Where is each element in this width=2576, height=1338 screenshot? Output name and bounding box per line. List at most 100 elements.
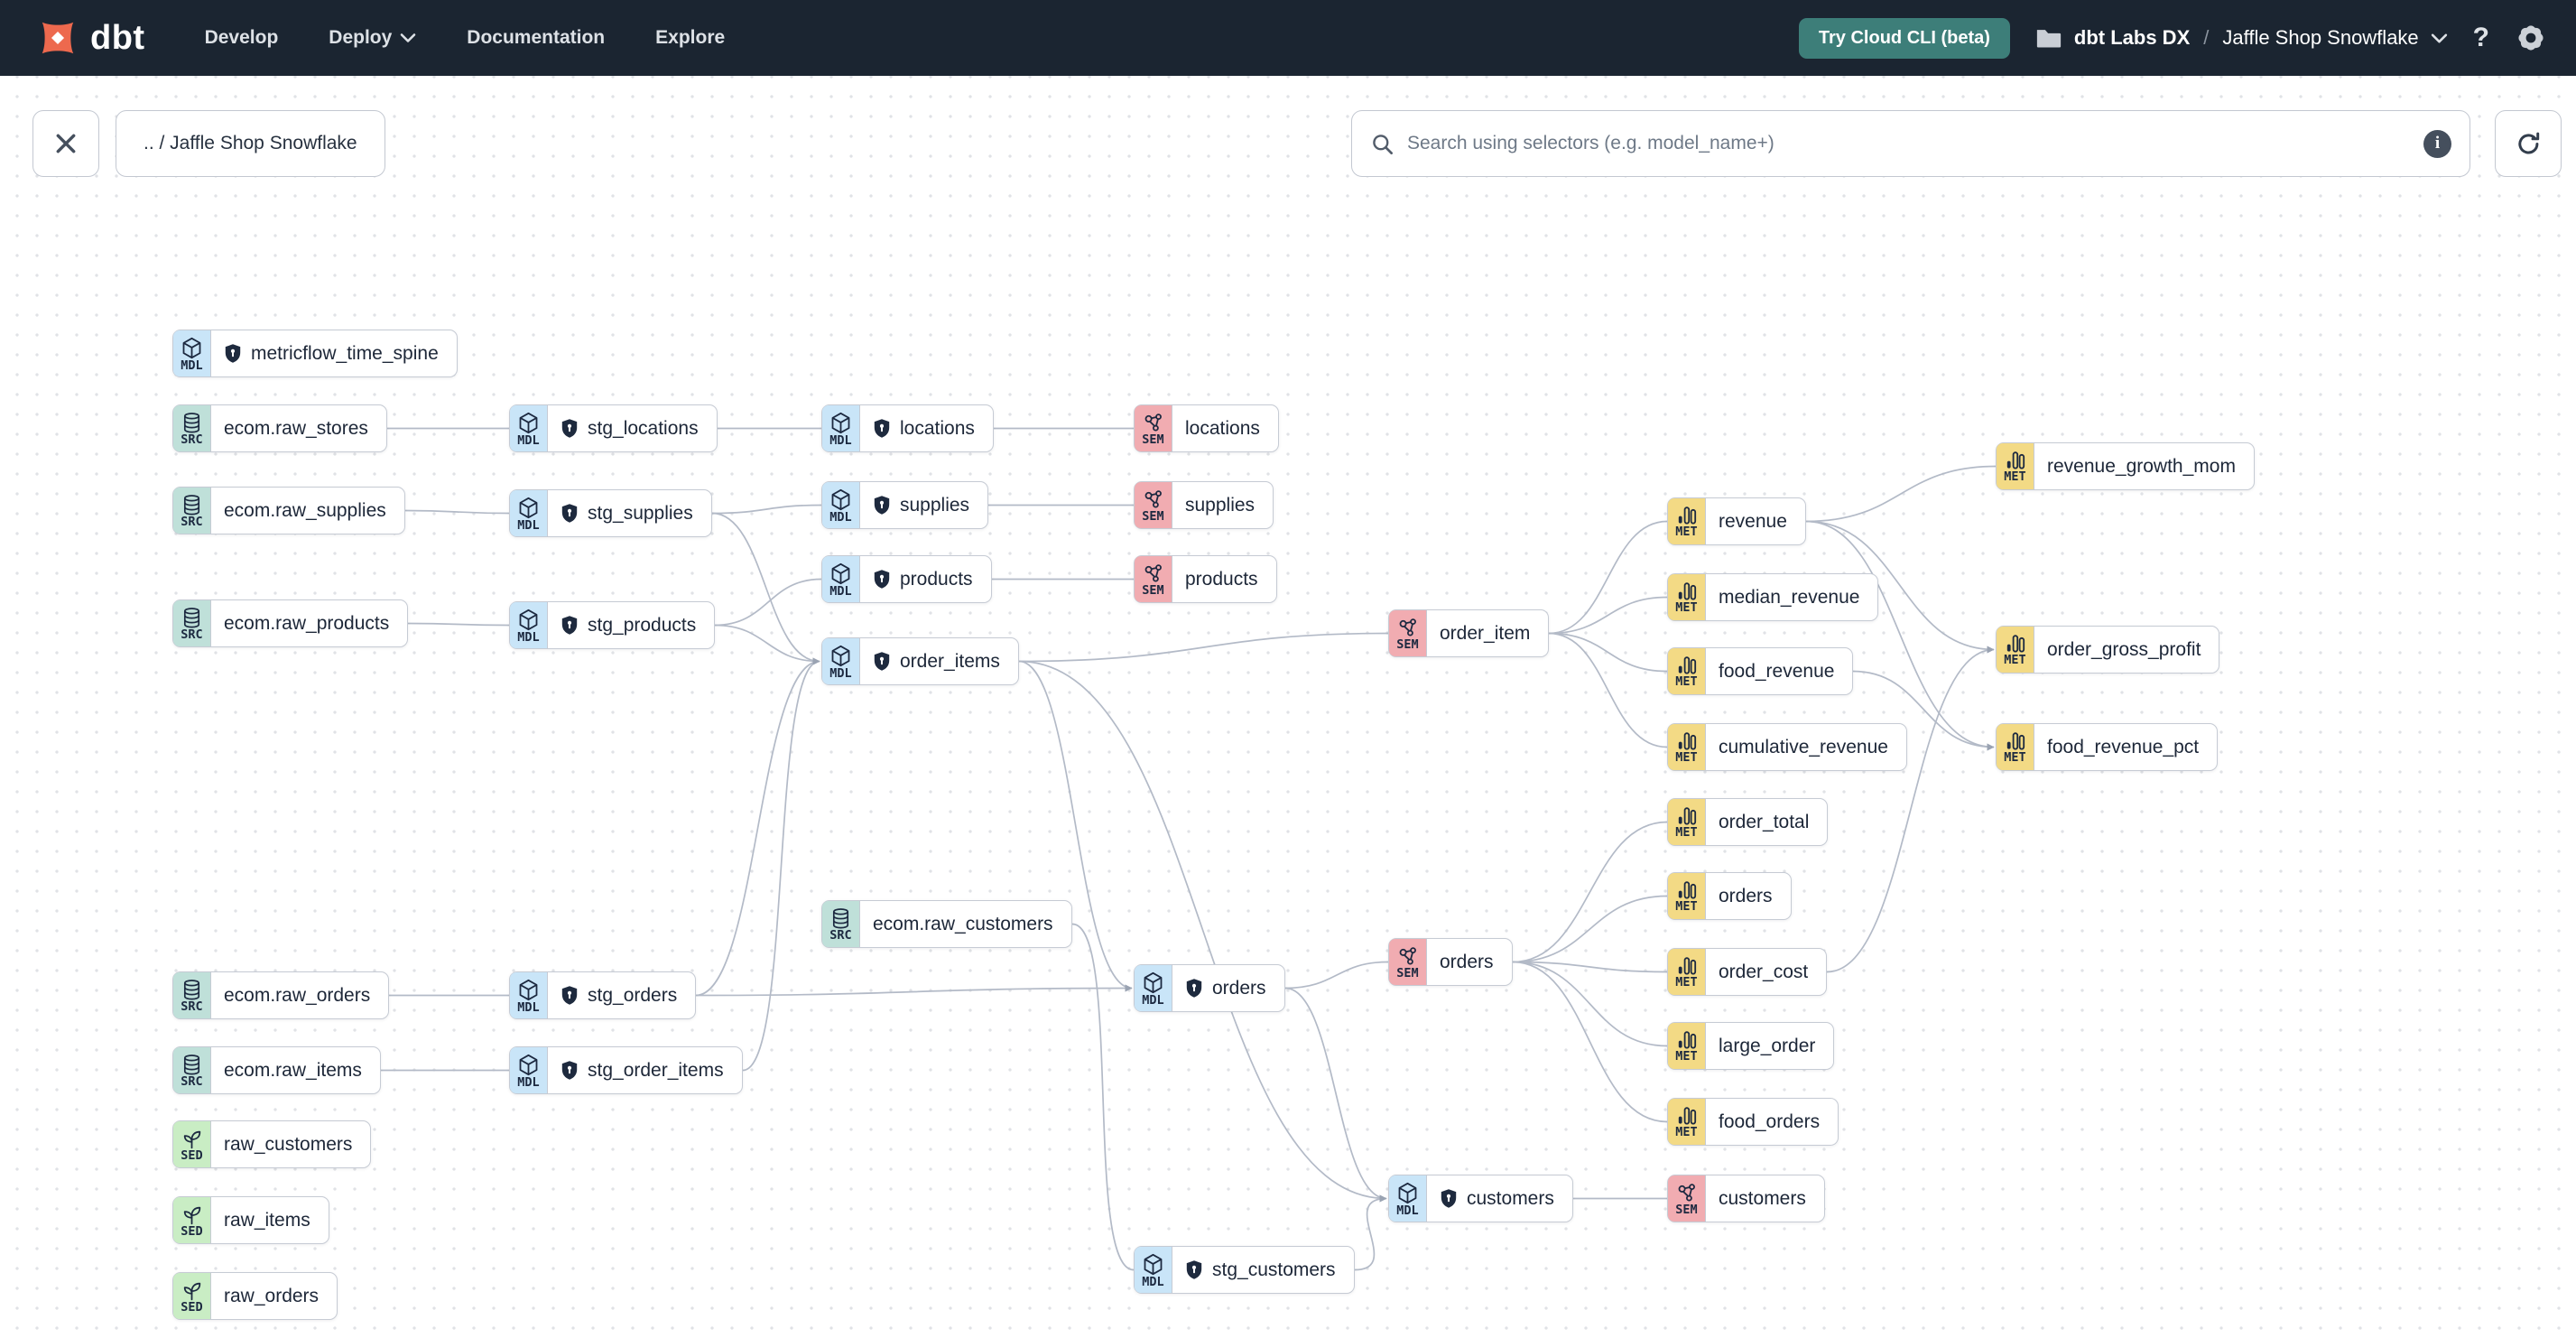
edge-src_raw_supplies-to-stg_supplies (404, 509, 510, 515)
help-icon[interactable]: ? (2472, 23, 2489, 52)
node-type-label: SRC (181, 1073, 203, 1089)
edge-met_revenue-to-met_order_gross_profit (1805, 520, 1995, 654)
node-type-badge: MDL (510, 490, 548, 536)
graph-node-stg_supplies[interactable]: MDL stg_supplies (509, 489, 712, 537)
contract-shield-icon (1441, 1189, 1457, 1208)
node-body: supplies (1172, 482, 1273, 528)
nav-item-deploy[interactable]: Deploy (329, 27, 416, 49)
cube-icon (1395, 1181, 1420, 1205)
lineage-breadcrumb[interactable]: .. / Jaffle Shop Snowflake (116, 110, 385, 177)
database-icon (181, 607, 203, 629)
node-type-label: MET (1675, 975, 1698, 990)
contract-shield-icon (874, 419, 890, 438)
dbt-logo[interactable]: dbt (34, 14, 145, 61)
cube-icon (829, 488, 853, 512)
node-type-badge: SEM (1389, 610, 1427, 656)
node-label: ecom.raw_products (224, 612, 390, 634)
nav-item-documentation[interactable]: Documentation (467, 27, 606, 48)
nav-item-explore[interactable]: Explore (655, 27, 726, 48)
node-body: stg_orders (548, 972, 695, 1018)
try-cloud-cli-button[interactable]: Try Cloud CLI (beta) (1798, 17, 2010, 59)
close-lineage-button[interactable] (32, 110, 99, 177)
node-type-label: MET (1675, 825, 1698, 840)
node-label: stg_supplies (588, 502, 693, 524)
graph-node-customers_mdl[interactable]: MDL customers (1388, 1175, 1573, 1222)
cube-icon (516, 411, 541, 435)
search-input[interactable] (1407, 133, 2411, 154)
node-label: revenue (1719, 510, 1787, 532)
node-type-label: MDL (517, 999, 540, 1015)
node-label: customers (1467, 1187, 1554, 1209)
project-breadcrumb[interactable]: dbt Labs DX / Jaffle Shop Snowflake (2035, 26, 2448, 50)
node-type-badge: SRC (173, 972, 211, 1018)
node-type-badge: MET (1668, 949, 1706, 995)
dbt-wordmark: dbt (90, 18, 145, 57)
node-type-label: SED (181, 1148, 203, 1163)
contract-shield-icon (561, 986, 578, 1005)
settings-gear-icon[interactable] (2515, 22, 2547, 54)
graph-node-stg_orders[interactable]: MDL stg_orders (509, 971, 697, 1019)
node-type-badge: MDL (510, 602, 548, 648)
node-label: supplies (1185, 494, 1256, 516)
contract-shield-icon (561, 1061, 578, 1080)
node-type-label: MDL (1396, 1203, 1419, 1218)
node-type-badge: MDL (510, 1047, 548, 1093)
node-type-label: SEM (1396, 965, 1419, 980)
node-body: orders (1172, 965, 1284, 1011)
node-type-label: SEM (1675, 1202, 1698, 1217)
node-label: locations (1185, 417, 1260, 439)
node-body: large_order (1706, 1023, 1833, 1069)
bar-chart-icon (2005, 633, 2026, 655)
node-label: median_revenue (1719, 586, 1860, 608)
refresh-lineage-button[interactable] (2495, 110, 2562, 177)
node-type-label: MET (2004, 750, 2026, 765)
node-body: stg_supplies (548, 490, 711, 536)
bar-chart-icon (2005, 730, 2026, 752)
info-icon[interactable]: i (2423, 129, 2451, 158)
node-label: raw_orders (224, 1285, 320, 1306)
nav-item-develop[interactable]: Develop (204, 27, 279, 48)
node-body: stg_customers (1172, 1247, 1354, 1293)
bar-chart-icon (1676, 879, 1698, 901)
node-type-badge: MDL (510, 405, 548, 451)
